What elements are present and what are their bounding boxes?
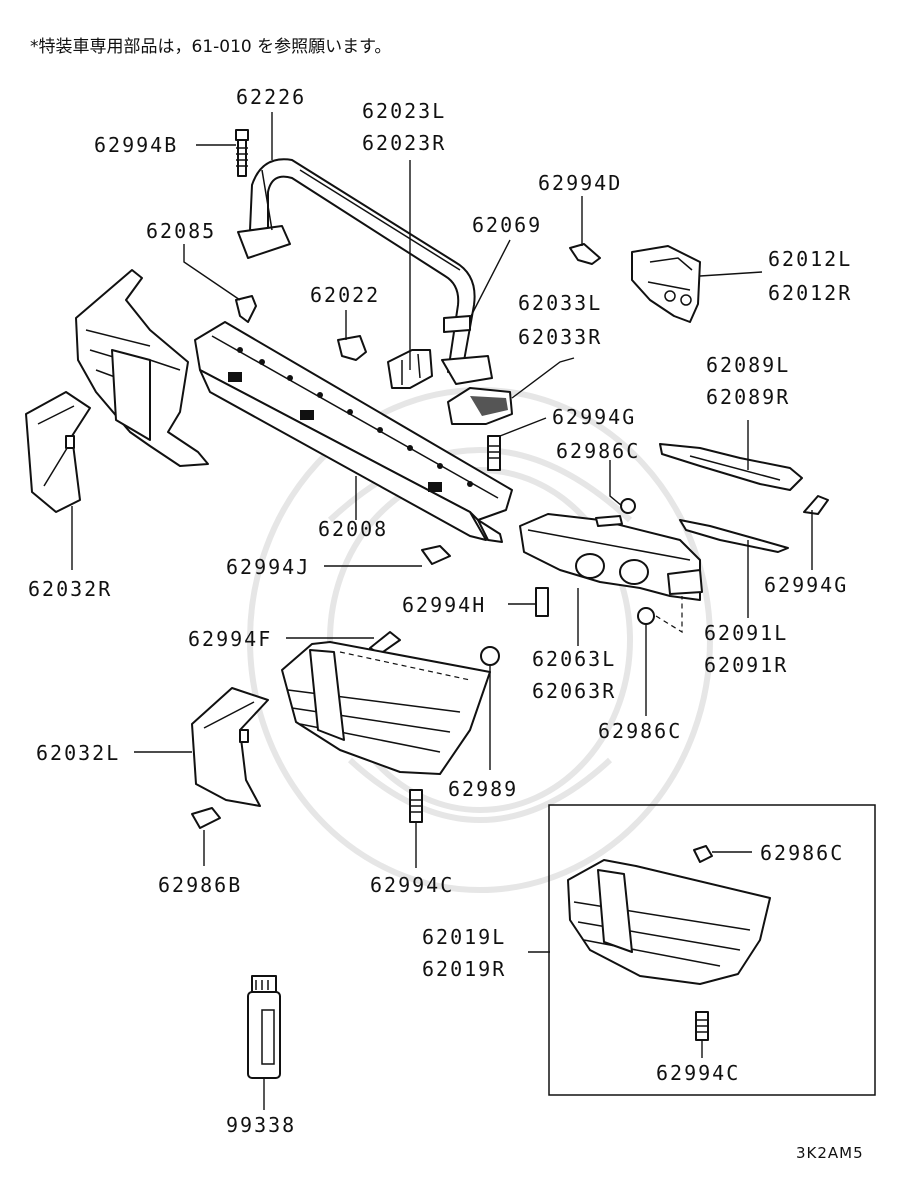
bolt-62994G-b[interactable] (803, 495, 829, 515)
bolt-62994C-b[interactable] (695, 1011, 709, 1041)
label-62994J[interactable]: 62994J (226, 555, 310, 579)
label-62986C-b[interactable]: 62986C (598, 719, 682, 743)
label-62994D[interactable]: 62994D (538, 171, 622, 195)
label-62089L[interactable]: 62089L (706, 353, 790, 377)
pad-62033[interactable] (447, 387, 513, 425)
label-62089R[interactable]: 62089R (706, 385, 790, 409)
label-62012R[interactable]: 62012R (768, 281, 852, 305)
label-62986C-c[interactable]: 62986C (760, 841, 844, 865)
clip-62085[interactable] (235, 295, 257, 323)
diagram-code: 3K2AM5 (796, 1144, 864, 1162)
leader-lines (71, 112, 813, 1110)
label-62091R[interactable]: 62091R (704, 653, 788, 677)
label-62023L[interactable]: 62023L (362, 99, 446, 123)
label-62994C-b[interactable]: 62994C (656, 1061, 740, 1085)
bolt-62994D[interactable] (569, 243, 601, 265)
bolt-62994B[interactable] (235, 129, 249, 177)
clip-62986C-c[interactable] (693, 845, 713, 863)
bumper-cover-variant-62019[interactable] (567, 859, 771, 985)
label-62069[interactable]: 62069 (472, 213, 542, 237)
touch-up-tube-99338[interactable] (247, 975, 281, 1079)
label-62994C-a[interactable]: 62994C (370, 873, 454, 897)
bolt-62994G-a[interactable] (487, 435, 501, 471)
label-62994G-a[interactable]: 62994G (552, 405, 636, 429)
label-62989[interactable]: 62989 (448, 777, 518, 801)
clip-62986C-b[interactable] (637, 596, 683, 634)
bumper-cover-upper[interactable] (75, 269, 209, 467)
strip-62089[interactable] (659, 443, 803, 491)
bracket-62012[interactable] (631, 245, 701, 323)
strip-62091[interactable] (679, 519, 789, 553)
label-62019L[interactable]: 62019L (422, 925, 506, 949)
label-62032L[interactable]: 62032L (36, 741, 120, 765)
label-62994H[interactable]: 62994H (402, 593, 486, 617)
label-62085[interactable]: 62085 (146, 219, 216, 243)
label-62023R[interactable]: 62023R (362, 131, 446, 155)
clip-62986C-a[interactable] (620, 498, 636, 514)
label-62986C-a[interactable]: 62986C (556, 439, 640, 463)
bolt-62994H[interactable] (535, 587, 549, 617)
label-62033L[interactable]: 62033L (518, 291, 602, 315)
label-62994F[interactable]: 62994F (188, 627, 272, 651)
label-62063R[interactable]: 62063R (532, 679, 616, 703)
label-62019R[interactable]: 62019R (422, 957, 506, 981)
bolt-62994J[interactable] (421, 545, 451, 565)
clip-62989[interactable] (480, 646, 500, 666)
background-watermark (247, 387, 713, 893)
label-62994B[interactable]: 62994B (94, 133, 178, 157)
label-62226[interactable]: 62226 (236, 85, 306, 109)
part-labels: 62226 62994B 62023L 62023R 62994D 62069 … (28, 85, 852, 1137)
label-99338[interactable]: 99338 (226, 1113, 296, 1137)
stay-62063[interactable] (519, 513, 703, 601)
variant-inset-box (548, 804, 876, 1096)
header-note: *特装車専用部品は，61-010 を参照願います。 (30, 37, 391, 57)
clip-62022[interactable] (337, 335, 367, 361)
label-62994G-b[interactable]: 62994G (764, 573, 848, 597)
label-62012L[interactable]: 62012L (768, 247, 852, 271)
label-62032R[interactable]: 62032R (28, 577, 112, 601)
label-62033R[interactable]: 62033R (518, 325, 602, 349)
bolt-62994C-a[interactable] (409, 789, 423, 823)
side-piece-62032L[interactable] (191, 687, 269, 807)
side-piece-62032R[interactable] (25, 391, 91, 513)
label-62008[interactable]: 62008 (318, 517, 388, 541)
guard-pipe-62226[interactable] (237, 158, 493, 385)
bolt-62986B[interactable] (191, 807, 221, 829)
label-62091L[interactable]: 62091L (704, 621, 788, 645)
bumper-cover-lower[interactable] (281, 641, 491, 775)
reinforcement-beam-62008[interactable] (194, 321, 513, 543)
label-62063L[interactable]: 62063L (532, 647, 616, 671)
label-62986B[interactable]: 62986B (158, 873, 242, 897)
label-62022[interactable]: 62022 (310, 283, 380, 307)
